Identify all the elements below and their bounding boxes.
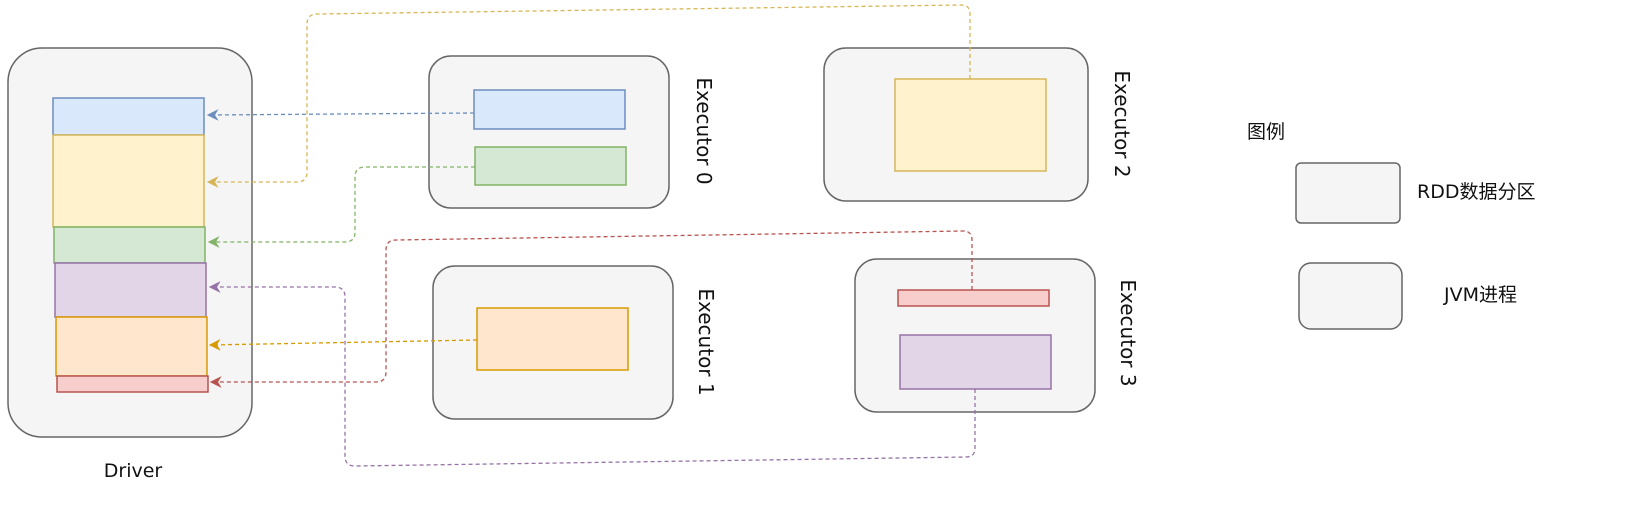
executor-3-partition-purple — [899, 334, 1052, 390]
executor-3: Executor 3 — [854, 258, 1140, 413]
connector-purple — [208, 281, 976, 467]
executor-2-partition-yellow — [894, 78, 1047, 172]
driver-partition-blue — [52, 97, 205, 136]
legend-title: 图例 — [1247, 121, 1285, 143]
driver-partition-red — [56, 375, 209, 393]
driver-partition-purple — [54, 262, 207, 318]
executor-1-label: Executor 1 — [694, 288, 718, 395]
legend: 图例 RDD数据分区 JVM进程 — [1247, 121, 1535, 330]
legend-jvm-label: JVM进程 — [1443, 284, 1517, 306]
executor-1-partition-orange — [476, 307, 629, 371]
connector-blue — [206, 109, 475, 121]
executor-3-partition-red — [897, 289, 1050, 307]
driver-jvm: Driver — [7, 47, 253, 482]
legend-rdd-label: RDD数据分区 — [1417, 181, 1535, 203]
executor-0-label: Executor 0 — [692, 77, 716, 184]
driver-partition-yellow — [52, 134, 205, 228]
connector-green — [207, 166, 475, 248]
executor-0-partition-blue — [473, 89, 626, 130]
connectors — [206, 4, 976, 467]
driver-label: Driver — [104, 460, 163, 482]
connector-red — [209, 230, 973, 388]
driver-partition-orange — [55, 316, 208, 377]
legend-jvm-swatch — [1298, 262, 1403, 330]
connector-orange — [208, 338, 478, 351]
executor-2: Executor 2 — [823, 47, 1134, 202]
executor-3-label: Executor 3 — [1116, 279, 1140, 386]
executor-0-partition-green — [474, 146, 627, 186]
driver-partition-green — [53, 226, 206, 264]
legend-rdd-swatch — [1295, 162, 1401, 224]
connector-yellow — [206, 4, 971, 188]
executor-1: Executor 1 — [432, 265, 718, 420]
executor-0: Executor 0 — [428, 55, 716, 209]
executor-2-label: Executor 2 — [1110, 70, 1134, 177]
